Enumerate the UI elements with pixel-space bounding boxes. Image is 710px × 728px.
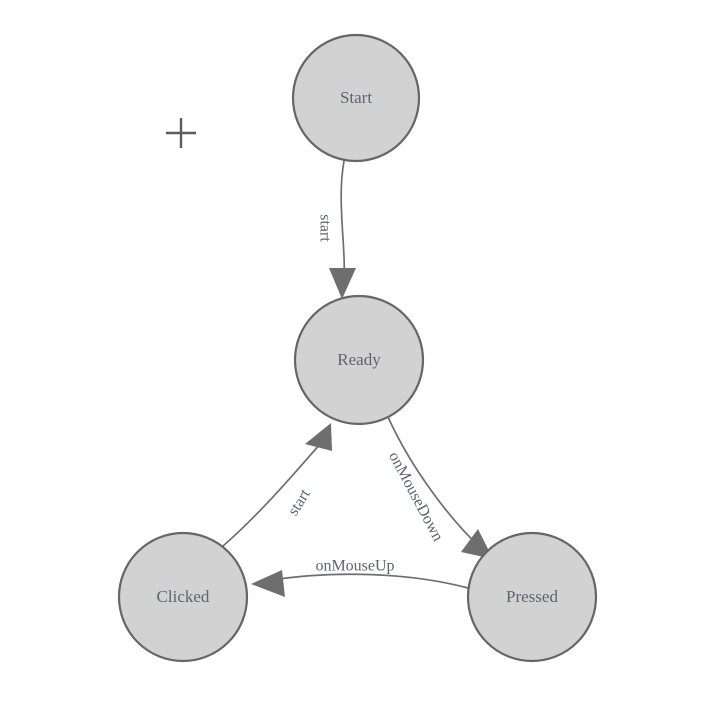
node-clicked[interactable]: Clicked bbox=[117, 531, 249, 663]
node-pressed-circle[interactable] bbox=[466, 531, 598, 663]
edge-clicked-to-ready[interactable]: start bbox=[222, 423, 332, 547]
edge-label-start-to-ready: start bbox=[316, 214, 333, 242]
crosshair-icon bbox=[166, 118, 196, 148]
edge-ready-to-pressed-arrowhead bbox=[461, 529, 493, 559]
node-start-circle[interactable] bbox=[291, 33, 421, 163]
node-clicked-label: Clicked bbox=[157, 587, 210, 606]
node-ready-circle[interactable] bbox=[293, 294, 425, 426]
edge-start-to-ready-arrowhead bbox=[329, 268, 356, 299]
node-pressed[interactable]: Pressed bbox=[466, 531, 598, 663]
edge-pressed-to-clicked-arrowhead bbox=[251, 570, 285, 597]
node-start-label: Start bbox=[340, 88, 372, 107]
edge-clicked-to-ready-path bbox=[222, 442, 322, 547]
node-pressed-label: Pressed bbox=[506, 587, 558, 606]
node-clicked-circle[interactable] bbox=[117, 531, 249, 663]
edge-pressed-to-clicked[interactable]: onMouseUp bbox=[251, 558, 469, 597]
node-ready-label: Ready bbox=[337, 350, 381, 369]
edge-label-ready-to-pressed: onMouseDown bbox=[385, 449, 446, 544]
node-ready[interactable]: Ready bbox=[293, 294, 425, 426]
edge-clicked-to-ready-arrowhead bbox=[305, 423, 332, 451]
node-start[interactable]: Start bbox=[291, 33, 421, 163]
edge-ready-to-pressed[interactable]: onMouseDown bbox=[385, 416, 493, 559]
edge-label-clicked-to-ready: start bbox=[285, 486, 314, 519]
edge-label-pressed-to-clicked: onMouseUp bbox=[315, 558, 394, 575]
edge-start-to-ready[interactable]: start bbox=[316, 160, 356, 299]
edge-pressed-to-clicked-path bbox=[265, 573, 469, 589]
